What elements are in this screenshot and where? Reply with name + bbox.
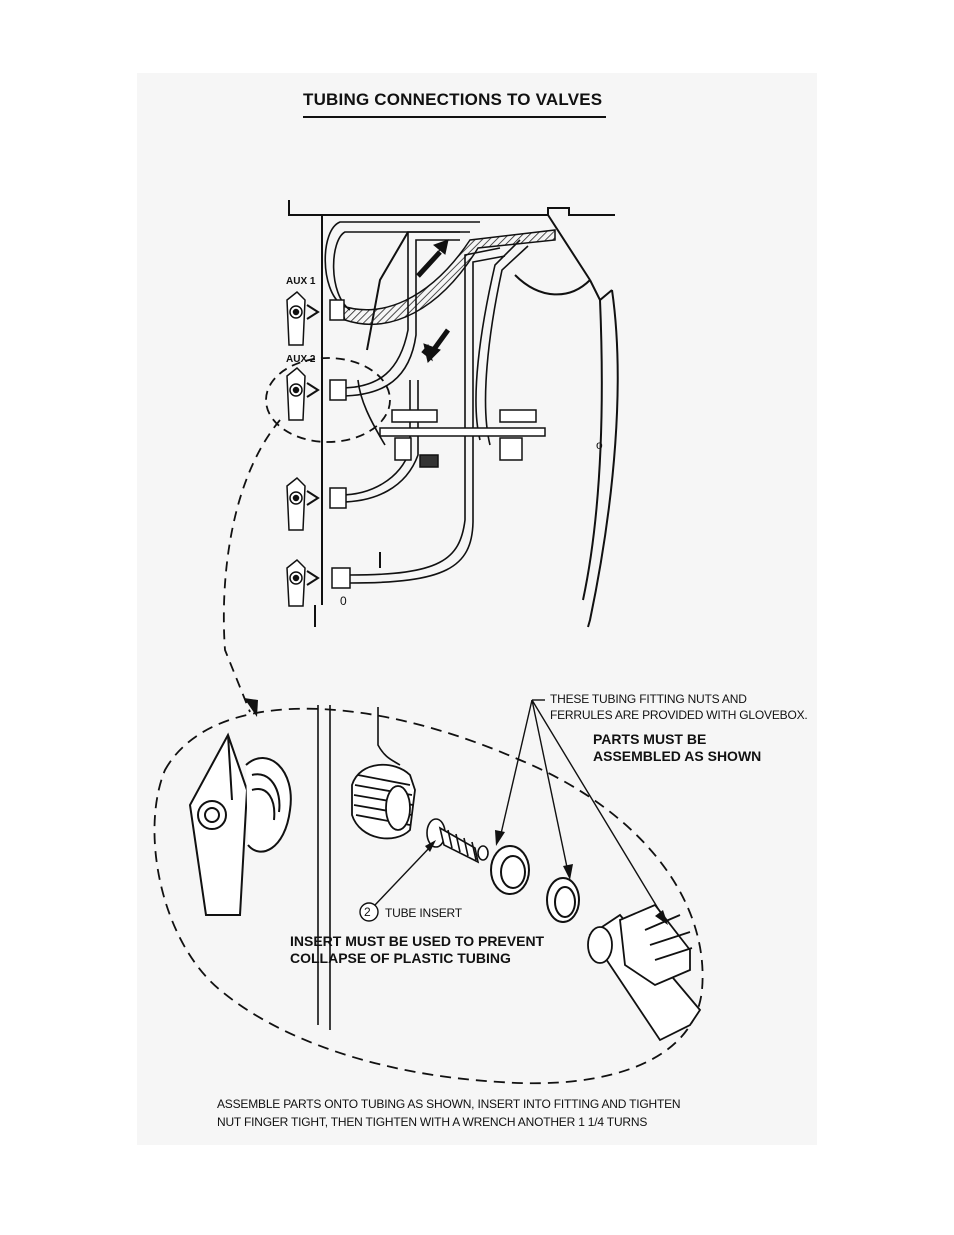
insert-note-line1: INSERT MUST BE USED TO PREVENT (290, 933, 545, 949)
fittings-note-line1: THESE TUBING FITTING NUTS AND (550, 692, 747, 706)
threaded-port (351, 763, 416, 840)
tubing-with-nut (587, 903, 702, 1042)
insert-number-circle (359, 902, 379, 922)
insert-number: 2 (364, 905, 371, 919)
valve-handles (286, 290, 351, 607)
instructions-line1: ASSEMBLE PARTS ONTO TUBING AS SHOWN, INS… (217, 1097, 681, 1111)
assembled-note-line2: ASSEMBLED AS SHOWN (593, 748, 762, 764)
fitting-callout-leaders (499, 699, 666, 921)
aux1-label: AUX 1 (286, 276, 316, 287)
fittings-note-line2: FERRULES ARE PROVIDED WITH GLOVEBOX. (550, 708, 808, 722)
detail-leader-arrowhead (244, 698, 258, 717)
enlarged-valve-handle (188, 732, 292, 916)
enlarged-wall (317, 705, 401, 1030)
tube-insert-part (426, 818, 489, 864)
detail-callout-ellipse (265, 357, 391, 443)
flow-arrows (416, 239, 451, 363)
page-title: TUBING CONNECTIONS TO VALVES (303, 90, 603, 109)
ferrule (546, 877, 580, 923)
tubing-runs (324, 221, 529, 584)
instructions-line2: NUT FINGER TIGHT, THEN TIGHTEN WITH A WR… (217, 1115, 648, 1129)
insert-leader (374, 844, 433, 906)
insert-leader-arrowhead (425, 840, 436, 852)
mark-o-right: o (596, 438, 603, 452)
insert-label: TUBE INSERT (385, 906, 462, 920)
callout-arrowheads (495, 830, 668, 925)
manifold-fittings (379, 409, 546, 468)
title-underline (303, 116, 606, 118)
valve-3 (286, 476, 347, 531)
valve-4 (286, 558, 351, 607)
detail-leader-line (222, 419, 281, 713)
valve-aux2 (286, 366, 347, 421)
glovebox-frame (288, 200, 619, 628)
diagram-background (137, 73, 817, 1145)
valve-aux1 (286, 290, 345, 346)
fitting-nut (490, 845, 530, 895)
assembled-note-line1: PARTS MUST BE (593, 731, 707, 747)
enlarged-view-ellipse (153, 707, 704, 1085)
mark-o-bottom: 0 (340, 594, 347, 608)
insert-note-line2: COLLAPSE OF PLASTIC TUBING (290, 950, 511, 966)
aux2-label: AUX 2 (286, 354, 316, 365)
